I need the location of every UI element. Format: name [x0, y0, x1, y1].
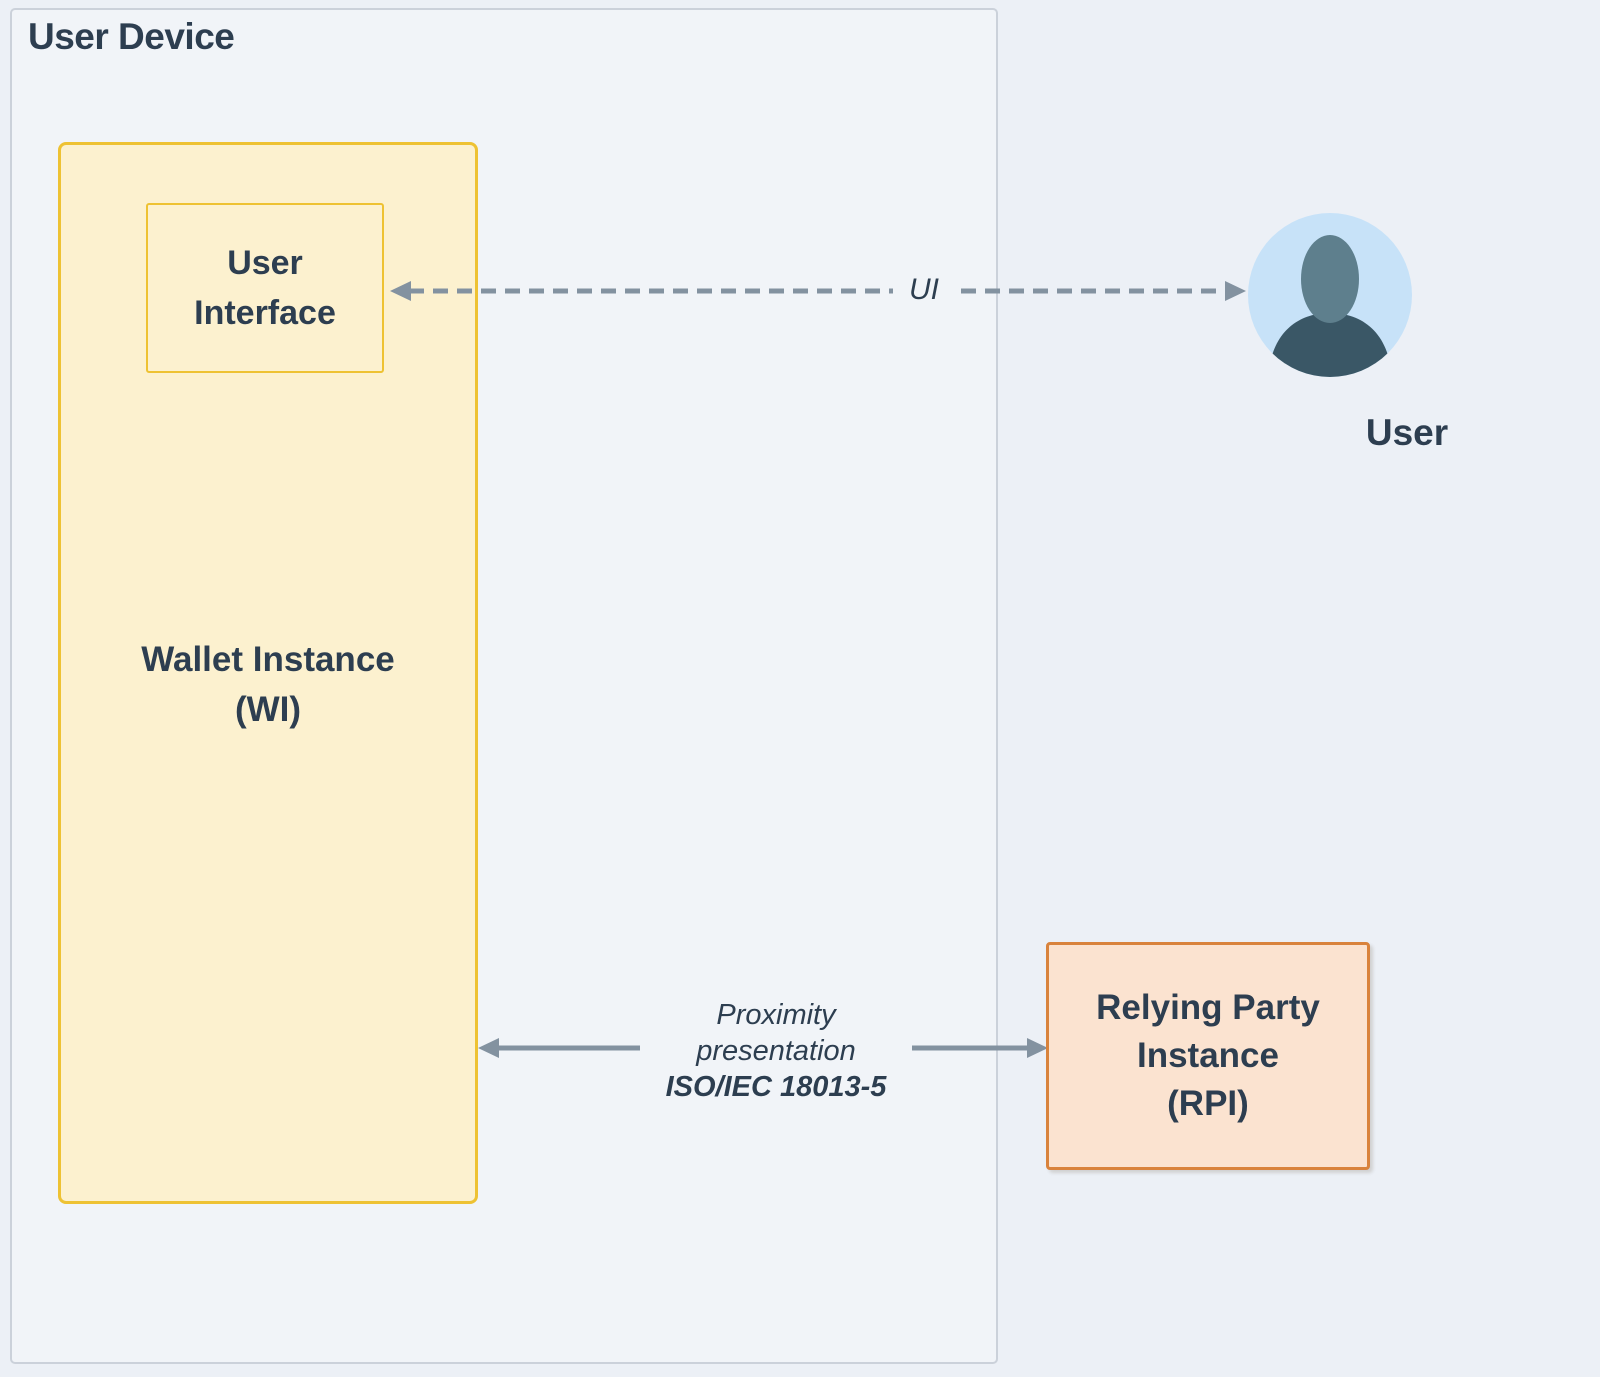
arrowhead-left-icon — [390, 281, 411, 301]
rpi-label-line3: (RPI) — [1167, 1084, 1249, 1123]
user-device-title: User Device — [28, 16, 235, 57]
wallet-instance-label: Wallet Instance (WI) — [61, 635, 475, 735]
rpi-label-line2: Instance — [1136, 1036, 1279, 1075]
arrowhead-right-icon — [1027, 1038, 1048, 1058]
user-interface-label-line1: User — [227, 244, 303, 282]
relying-party-instance-label: Relying Party Instance (RPI) — [1096, 984, 1320, 1128]
user-actor-label: User — [1365, 412, 1449, 453]
user-interface-label: User Interface — [194, 238, 336, 338]
rpi-label-line1: Relying Party — [1096, 988, 1320, 1027]
user-actor — [1248, 213, 1412, 377]
ui-edge-dashed-arrow — [390, 281, 1246, 301]
user-interface-label-line2: Interface — [194, 294, 336, 332]
proximity-edge-label-line1: Proximity — [716, 999, 836, 1031]
proximity-edge-label-standard: ISO/IEC 18013-5 — [665, 1071, 887, 1103]
arrowhead-right-icon — [1225, 281, 1246, 301]
ui-edge-label: UI — [893, 270, 955, 310]
wallet-instance-label-line1: Wallet Instance — [141, 640, 395, 679]
arrowhead-left-icon — [478, 1038, 499, 1058]
proximity-edge-label: Proximity presentation ISO/IEC 18013-5 — [640, 995, 912, 1107]
wallet-instance-box: User Interface Wallet Instance (WI) — [58, 142, 478, 1204]
user-interface-box: User Interface — [146, 203, 384, 373]
relying-party-instance-box: Relying Party Instance (RPI) — [1046, 942, 1370, 1170]
wallet-instance-label-line2: (WI) — [234, 690, 302, 729]
person-avatar-icon — [1248, 213, 1412, 377]
proximity-edge-label-line2: presentation — [696, 1035, 856, 1067]
user-device-container: User Device User Interface Wallet Instan… — [10, 8, 998, 1364]
